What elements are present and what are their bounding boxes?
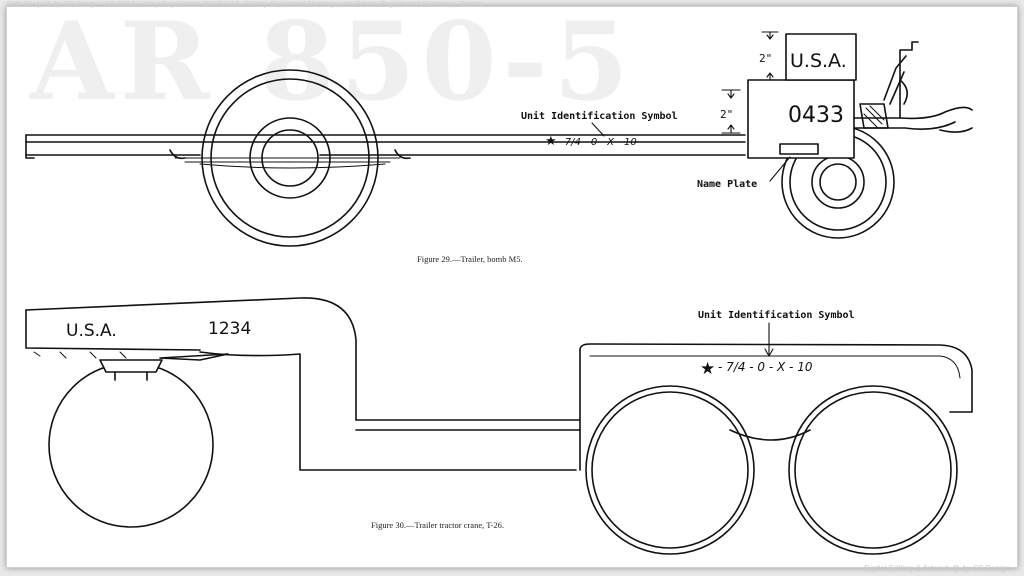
unit-symbol-label: Unit Identification Symbol: [521, 110, 678, 122]
dimension-label-side: 2": [720, 108, 733, 121]
header-strip: Web Study @ by C0 Design / AR-850-5 / Ar…: [6, 1, 483, 8]
unit-symbol-label: Unit Identification Symbol: [698, 309, 855, 321]
unit-symbol-arrow: [764, 322, 774, 357]
figure-30-caption: Figure 30.—Trailer tractor crane, T-26.: [371, 520, 504, 530]
registration-number: 0433: [788, 103, 844, 128]
name-plate-arrow: [769, 156, 791, 182]
dimension-marker-side: [721, 89, 741, 134]
usa-marking: U.S.A.: [66, 321, 117, 341]
trailer-wheel-large: [201, 69, 379, 247]
unit-symbol-star-icon: ★: [545, 134, 557, 149]
name-plate-label: Name Plate: [697, 179, 757, 190]
dimension-marker-top: [761, 31, 779, 81]
chassis-frame: [25, 134, 746, 169]
gooseneck-body: [25, 297, 577, 471]
front-dolly-wheel: [48, 353, 229, 528]
figure-29-trailer-bomb: 2" 2" U.S.A. 0433 Unit Identification Sy…: [25, 31, 973, 264]
unit-symbol-star-icon: ★: [700, 359, 715, 379]
usa-marking: U.S.A.: [790, 50, 847, 72]
figure-30-trailer-crane: U.S.A. 1234 Unit Identification Symbol ★…: [25, 297, 973, 555]
unit-symbol-code: - 7/4 - 0 - X - 10: [718, 360, 813, 374]
unit-symbol-code: - 7/4 - 0 - X - 10: [558, 137, 637, 148]
tow-hitch-assembly: [853, 41, 973, 133]
rear-fender-deck: [579, 343, 973, 471]
watermark-text: AR 850-5: [30, 0, 635, 125]
footer-strip: Digital Editing & Artwork @ by C0 Design: [863, 564, 1010, 573]
dimension-label-top: 2": [759, 52, 772, 65]
figure-29-caption: Figure 29.—Trailer, bomb M5.: [417, 254, 523, 264]
registration-number: 1234: [208, 319, 251, 339]
rear-wheel-right: [788, 385, 958, 555]
low-deck-beam: [355, 419, 581, 431]
rear-wheel-left: [585, 385, 755, 555]
axle-bridge: [729, 429, 811, 441]
front-body-panel: [747, 33, 857, 159]
unit-symbol-arrow: [591, 122, 605, 137]
